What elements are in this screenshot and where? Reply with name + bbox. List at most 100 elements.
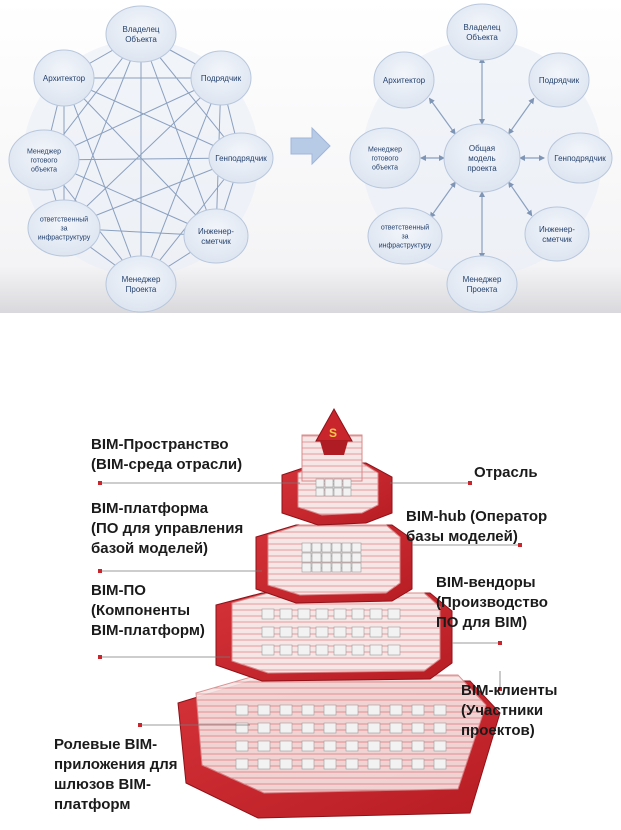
building-blocks: [235, 478, 447, 770]
building-block: [311, 552, 322, 563]
network-node-label: Инженер-сметчик: [539, 225, 575, 244]
pyramid-graphic: S: [98, 407, 522, 819]
building-block: [301, 740, 315, 752]
label-bim-hub: BIM-hub (Оператор базы моделей): [406, 507, 547, 547]
building-block: [345, 758, 359, 770]
building-block: [301, 552, 312, 563]
leader-marker: [98, 655, 102, 659]
network-node: Архитектор: [33, 49, 95, 107]
building-block: [369, 608, 383, 620]
building-block: [257, 704, 271, 716]
building-block: [323, 740, 337, 752]
label-bim-vendors-text: BIM-вендоры (Производство ПО для BIM): [436, 574, 548, 631]
building-block: [235, 722, 249, 734]
leader-lines: [98, 481, 522, 727]
building-block: [321, 542, 332, 553]
building-block: [341, 542, 352, 553]
building-block: [257, 740, 271, 752]
network-node: Инженер-сметчик: [183, 208, 249, 264]
building-block: [235, 704, 249, 716]
network-node: Инженер-сметчик: [524, 206, 590, 262]
building-block: [315, 487, 325, 497]
building-block: [387, 608, 401, 620]
building-block: [257, 722, 271, 734]
network-node-label: Архитектор: [43, 74, 86, 83]
pyramid-diagram-panel: S BIM-Пространство (BIM-среда отрасли) B…: [0, 313, 621, 830]
building-block: [369, 626, 383, 638]
building-block: [235, 758, 249, 770]
label-bim-clients: BIM-клиенты (Участники проектов): [461, 681, 558, 741]
building-block: [279, 758, 293, 770]
transition-arrow-icon: [290, 126, 331, 166]
building-block: [279, 704, 293, 716]
network-node: Генподрядчик: [547, 132, 613, 184]
building-block: [351, 542, 362, 553]
building-block: [297, 608, 311, 620]
building-block: [315, 608, 329, 620]
label-bim-platform: BIM-платформа (ПО для управления базой м…: [91, 499, 243, 559]
building-block: [387, 626, 401, 638]
connection-line: [508, 97, 535, 135]
building-block: [351, 562, 362, 573]
building-block: [323, 758, 337, 770]
building-block: [324, 487, 334, 497]
network-node-label: Подрядчик: [201, 74, 242, 83]
label-bim-vendors: BIM-вендоры (Производство ПО для BIM): [436, 573, 548, 633]
building-block: [301, 722, 315, 734]
building-block: [261, 626, 275, 638]
label-bim-platform-text: BIM-платформа (ПО для управления базой м…: [91, 500, 244, 557]
network-node-label: Подрядчик: [539, 76, 580, 85]
building-block: [351, 608, 365, 620]
building-block: [411, 740, 425, 752]
label-bim-space-text: BIM-Пространство (BIM-среда отрасли): [91, 436, 243, 473]
connection-line: [429, 181, 456, 219]
building-block: [261, 608, 275, 620]
building-block: [341, 552, 352, 563]
connection-line: [508, 181, 533, 217]
label-industry: Отрасль: [474, 463, 538, 483]
network-node: Подрядчик: [528, 52, 590, 108]
building-block: [342, 487, 352, 497]
building-block: [279, 626, 293, 638]
building-block: [279, 644, 293, 656]
pyramid-level-clients: [177, 674, 501, 819]
label-bim-apps-text: Ролевые BIM- приложения для шлюзов BIM- …: [54, 736, 178, 813]
connection-line: [63, 77, 142, 285]
building-block: [351, 644, 365, 656]
building-block: [367, 704, 381, 716]
building-block: [331, 562, 342, 573]
building-block: [311, 562, 322, 573]
building-block: [323, 722, 337, 734]
building-block: [301, 542, 312, 553]
building-block: [301, 758, 315, 770]
building-block: [411, 758, 425, 770]
building-block: [279, 722, 293, 734]
building-block: [369, 644, 383, 656]
leader-marker: [498, 641, 502, 645]
network-node: Генподрядчик: [208, 132, 274, 184]
leader-marker: [138, 723, 142, 727]
building-block: [324, 478, 334, 488]
building-block: [261, 644, 275, 656]
building-block: [367, 722, 381, 734]
building-block: [301, 562, 312, 573]
network-node-label: Генподрядчик: [554, 154, 606, 163]
right-net-connections: [420, 57, 545, 259]
building-block: [321, 552, 332, 563]
leader-marker: [98, 481, 102, 485]
building-block: [367, 740, 381, 752]
building-block: [311, 542, 322, 553]
building-block: [345, 704, 359, 716]
network-node: Архитектор: [373, 51, 435, 109]
building-block: [333, 644, 347, 656]
